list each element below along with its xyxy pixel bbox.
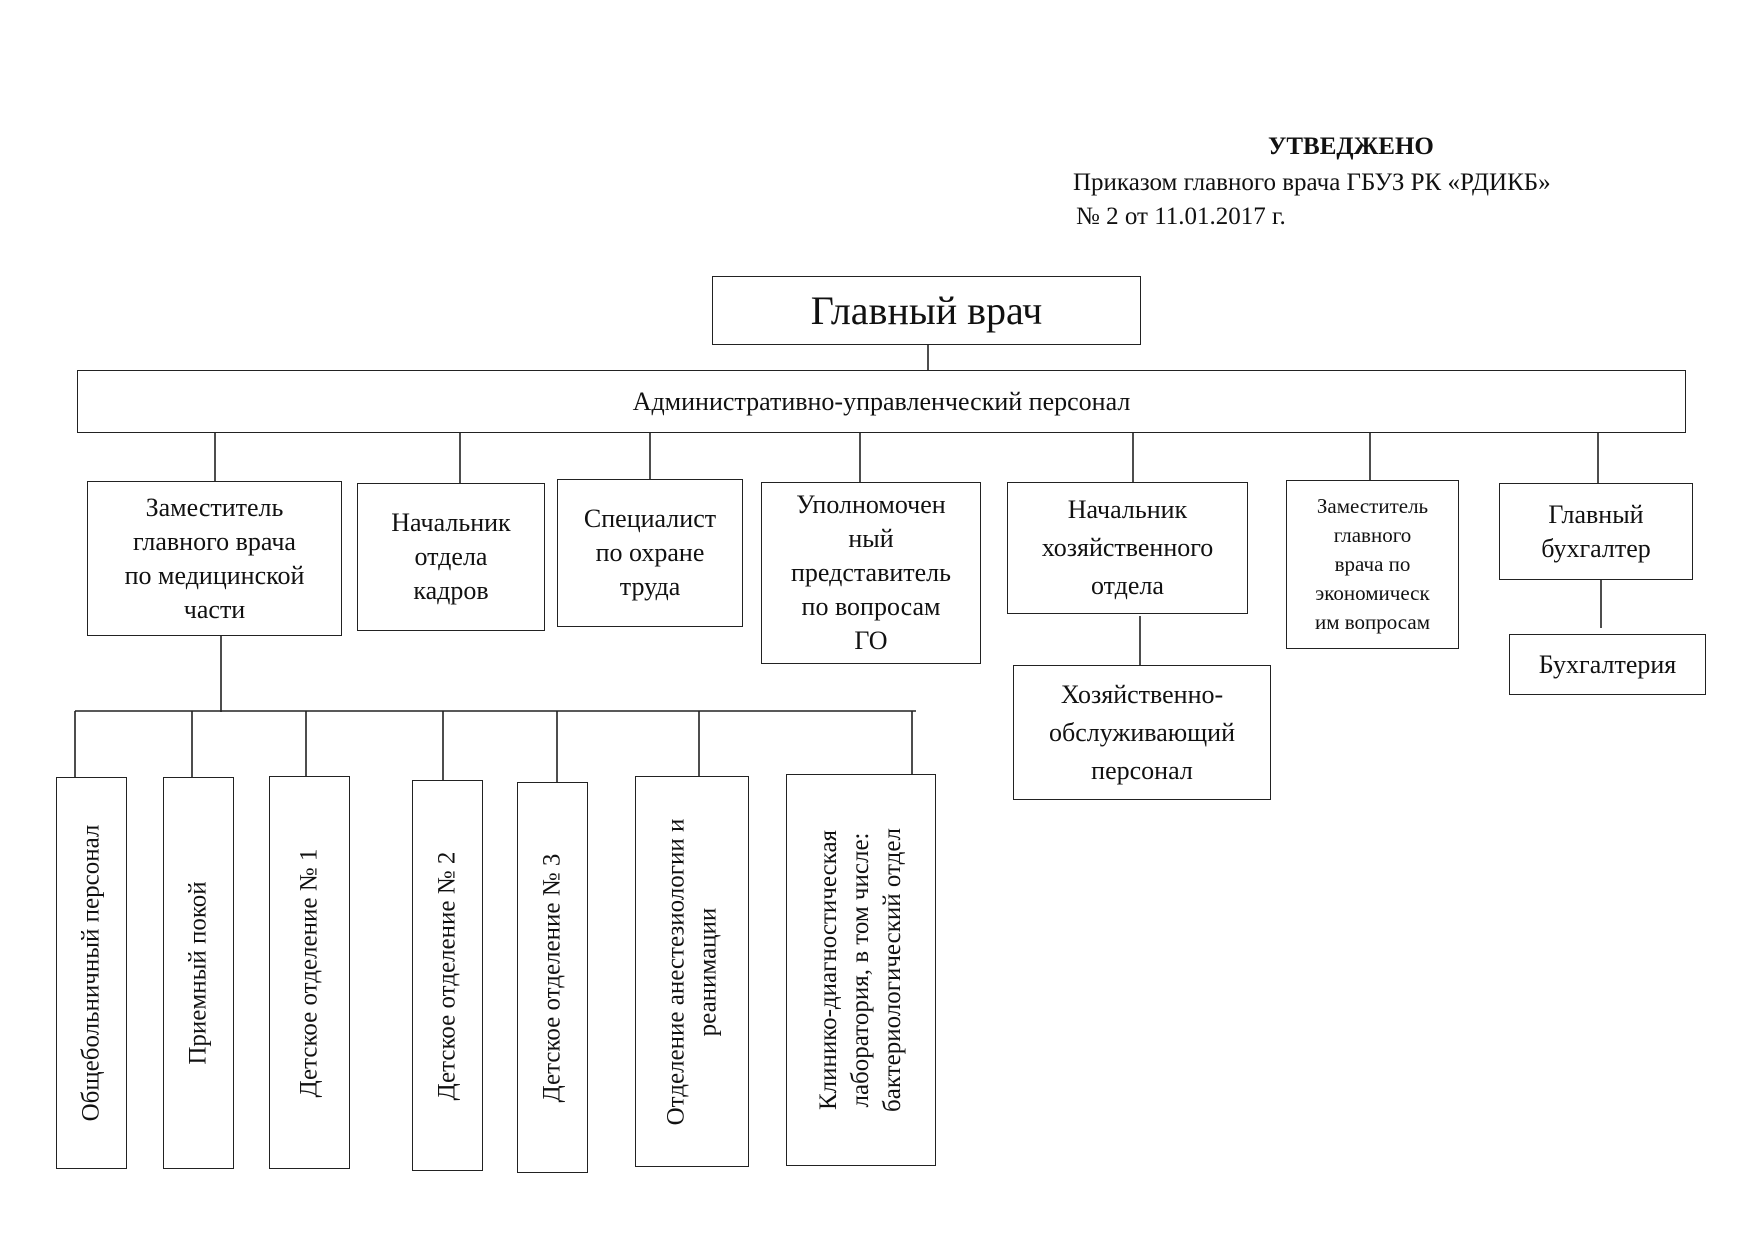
dept-label: Детское отделение № 1: [295, 848, 323, 1097]
node-label: труда: [619, 572, 681, 601]
node-deputy-economic: Заместитель главного врача по экономичес…: [1286, 480, 1459, 649]
node-label: им вопросам: [1315, 610, 1430, 634]
node-chief-accountant: Главный бухгалтер: [1499, 483, 1693, 580]
node-label: Специалист: [583, 504, 717, 533]
node-label: бухгалтер: [1541, 533, 1651, 563]
dept-admissions: Приемный покой: [163, 777, 234, 1169]
node-label: Начальник: [391, 508, 511, 537]
node-chief-doctor: Главный врач: [712, 276, 1141, 345]
node-label: по охране: [595, 538, 705, 567]
node-label: по медицинской: [124, 560, 305, 590]
dept-children-2: Детское отделение № 2: [412, 780, 483, 1171]
node-label: Заместитель: [1316, 494, 1429, 518]
dept-label: Отделение анестезиологии и: [662, 818, 689, 1125]
node-label: отдела: [1091, 571, 1164, 600]
node-deputy-medical: Заместитель главного врача по медицинско…: [87, 481, 342, 636]
approval-title: УТВЕДЖЕНО: [1268, 133, 1434, 160]
dept-clinical-lab: Клинико-диагностическая лаборатория, в т…: [786, 774, 936, 1166]
node-label: экономическ: [1315, 581, 1430, 605]
node-label: обслуживающий: [1048, 717, 1236, 747]
node-label: Уполномочен: [796, 490, 946, 519]
node-hr-head: Начальник отдела кадров: [357, 483, 545, 631]
node-label: хозяйственного: [1041, 533, 1214, 562]
node-label: Бухгалтерия: [1538, 649, 1677, 679]
node-label: представитель: [790, 558, 952, 587]
node-label: врача по: [1334, 552, 1411, 576]
dept-children-3: Детское отделение № 3: [517, 782, 588, 1173]
dept-label: Клинико-диагностическая: [815, 829, 843, 1111]
dept-label: бактериологический отдел: [879, 828, 907, 1112]
dept-label: лаборатория, в том числе:: [847, 832, 875, 1108]
node-label: ный: [848, 524, 894, 553]
node-label: по вопросам: [801, 592, 941, 621]
node-accounting: Бухгалтерия: [1509, 634, 1706, 695]
dept-anesthesiology: Отделение анестезиологии и реанимации: [635, 776, 749, 1167]
dept-label: Детское отделение № 3: [538, 853, 566, 1102]
node-label: Хозяйственно-: [1060, 679, 1224, 709]
node-label: главного: [1333, 523, 1412, 547]
node-label: Заместитель: [145, 492, 284, 522]
node-label: Начальник: [1067, 495, 1188, 524]
node-label: кадров: [413, 576, 489, 605]
node-label: отдела: [414, 542, 488, 571]
node-household-staff: Хозяйственно- обслуживающий персонал: [1013, 665, 1271, 800]
node-label: части: [183, 594, 246, 624]
node-civil-defense-rep: Уполномочен ный представитель по вопроса…: [761, 482, 981, 664]
dept-label: Общебольничный персонал: [77, 824, 105, 1122]
node-admin-staff: Административно-управленческий персонал: [77, 370, 1686, 433]
dept-children-1: Детское отделение № 1: [269, 776, 350, 1169]
node-label: Административно-управленческий персонал: [632, 386, 1131, 416]
node-label: Главный: [1548, 499, 1644, 529]
node-household-head: Начальник хозяйственного отдела: [1007, 482, 1248, 614]
dept-general-hospital-staff: Общебольничный персонал: [56, 777, 127, 1169]
node-label: ГО: [854, 626, 888, 655]
approval-date-line: № 2 от 11.01.2017 г.: [1076, 203, 1286, 230]
node-safety-specialist: Специалист по охране труда: [557, 479, 743, 627]
node-label: главного врача: [133, 526, 296, 556]
node-label: персонал: [1091, 755, 1193, 785]
dept-label: реанимации: [694, 907, 721, 1036]
node-label: Главный врач: [810, 287, 1043, 333]
approval-order-line: Приказом главного врача ГБУЗ РК «РДИКБ»: [1073, 169, 1551, 196]
